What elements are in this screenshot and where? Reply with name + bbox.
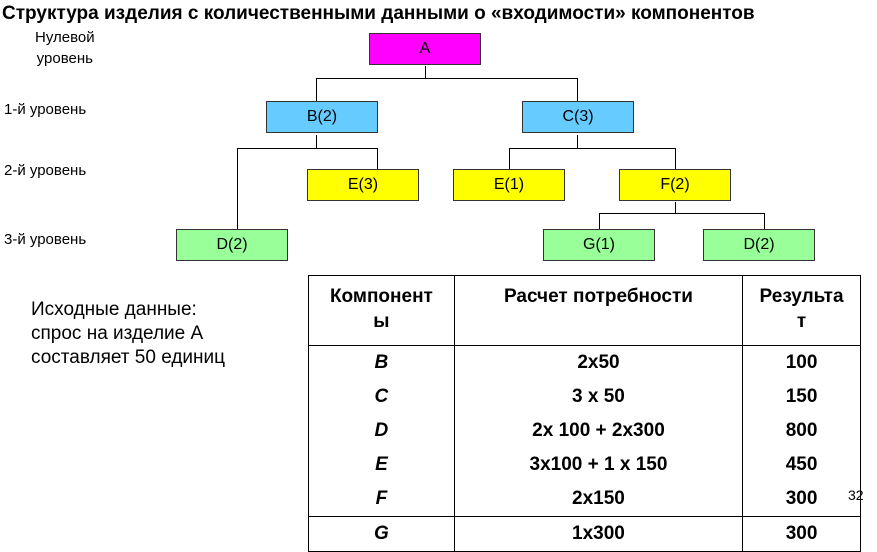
cell-calc: 2х50 — [453, 345, 744, 380]
cell-calc: 2х150 — [453, 482, 744, 517]
header-component-line1: Компонент — [329, 286, 433, 307]
source-line3: составляет 50 единиц — [31, 347, 226, 368]
header-component-line2: ы — [373, 311, 390, 332]
level-zero-line1: Нулевой — [35, 29, 95, 46]
source-line1: Исходные данные: — [31, 299, 197, 320]
page-number: 32 — [848, 487, 864, 503]
requirements-table: Компонент ы Расчет потребности Результа … — [308, 275, 861, 552]
table-row: F 2х150 300 — [308, 482, 861, 517]
header-result-line2: т — [796, 311, 807, 332]
table-row: G 1х300 300 — [308, 516, 861, 552]
table-row: E 3х100 + 1 х 150 450 — [308, 448, 861, 482]
cell-calc: 3 х 50 — [453, 380, 744, 414]
table-row: D 2х 100 + 2х300 800 — [308, 414, 861, 448]
cell-result: 800 — [742, 414, 861, 448]
cell-calc: 1х300 — [453, 516, 744, 552]
cell-result: 300 — [742, 516, 861, 552]
node-e1: E(1) — [453, 169, 565, 201]
cell-calc: 2х 100 + 2х300 — [453, 414, 744, 448]
level-zero-line2: уровень — [36, 50, 93, 67]
table-row: B 2х50 100 — [308, 345, 861, 380]
level-three-label: 3-й уровень — [4, 231, 87, 248]
cell-component: F — [308, 482, 455, 517]
level-one-label: 1-й уровень — [4, 101, 87, 118]
header-component: Компонент ы — [308, 275, 455, 346]
header-result: Результа т — [742, 275, 861, 346]
cell-component: B — [308, 345, 455, 380]
cell-result: 100 — [742, 345, 861, 380]
level-zero-label: Нулевой уровень — [35, 27, 95, 69]
table-header-row: Компонент ы Расчет потребности Результа … — [308, 275, 861, 346]
cell-result: 450 — [742, 448, 861, 482]
source-data-text: Исходные данные: спрос на изделие A сост… — [31, 298, 225, 370]
node-e3: E(3) — [307, 169, 419, 201]
node-d-left: D(2) — [176, 229, 288, 261]
level-two-label: 2-й уровень — [4, 162, 87, 179]
node-c: C(3) — [522, 101, 634, 133]
cell-calc: 3х100 + 1 х 150 — [453, 448, 744, 482]
node-g: G(1) — [543, 229, 655, 261]
cell-component: E — [308, 448, 455, 482]
cell-result: 300 — [742, 482, 861, 517]
cell-component: D — [308, 414, 455, 448]
slide-title: Структура изделия с количественными данн… — [2, 3, 755, 24]
node-a: A — [369, 33, 481, 65]
node-b: B(2) — [266, 101, 378, 133]
cell-component: C — [308, 380, 455, 414]
node-d-right: D(2) — [703, 229, 815, 261]
header-calc: Расчет потребности — [453, 275, 744, 346]
cell-component: G — [308, 516, 455, 552]
header-result-line1: Результа — [759, 286, 844, 307]
table-row: C 3 х 50 150 — [308, 380, 861, 414]
cell-result: 150 — [742, 380, 861, 414]
source-line2: спрос на изделие A — [31, 323, 204, 344]
node-f: F(2) — [619, 169, 731, 201]
